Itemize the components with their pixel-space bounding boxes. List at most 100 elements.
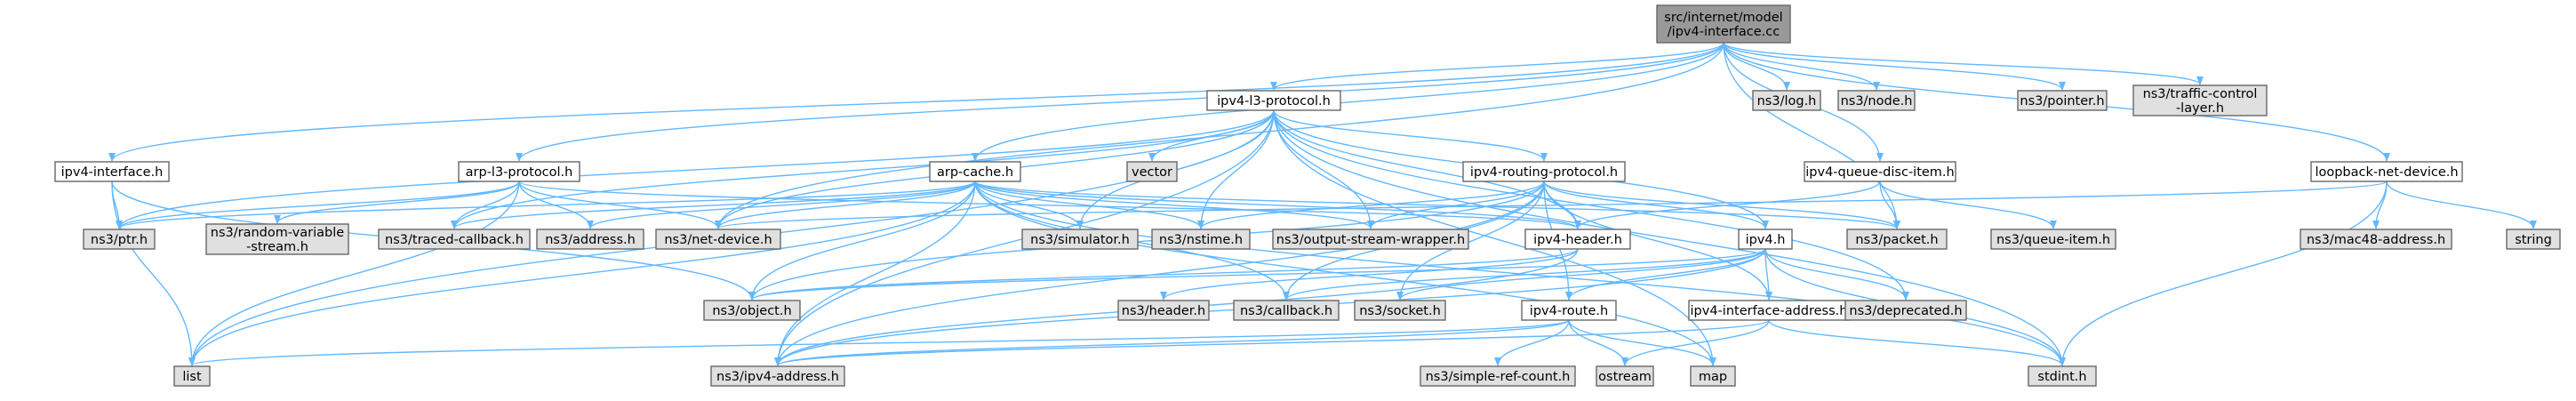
edge-root-to-node <box>1723 42 1880 91</box>
node-socket: ns3/socket.h <box>1354 300 1446 321</box>
node-arpcache[interactable]: arp-cache.h <box>929 161 1021 182</box>
node-box-socket <box>1354 300 1446 321</box>
node-box-deprecated <box>1844 300 1967 321</box>
edge-route-to-simpleref <box>1494 319 1570 366</box>
node-box-ipv4iface <box>54 161 170 182</box>
node-label-mac48: ns3/mac48-address.h <box>2307 233 2445 247</box>
edge-ipv4iface-to-list <box>111 180 196 366</box>
node-label-root: /ipv4-interface.cc <box>1668 25 1780 39</box>
edge-ipv4h-to-socket <box>1396 248 1766 301</box>
edge-routing-to-object <box>748 180 1545 301</box>
edge-ipv4h-to-ifaddr <box>1764 248 1772 301</box>
edge-root-to-log <box>1723 42 1790 91</box>
edge-arpcache-to-osw <box>974 180 1374 229</box>
node-label-arpl3: arp-l3-protocol.h <box>466 165 573 180</box>
edge-ipv4header-to-object <box>748 248 1579 301</box>
edge-route-to-list <box>188 319 1570 366</box>
edge-arpcache-to-ptr <box>116 180 976 229</box>
node-box-map <box>1690 365 1736 387</box>
node-qdisc[interactable]: ipv4-queue-disc-item.h <box>1804 161 1956 182</box>
node-label-qdisc: ipv4-queue-disc-item.h <box>1805 165 1954 180</box>
node-route[interactable]: ipv4-route.h <box>1521 300 1617 321</box>
edge-arpcache-to-ipv4header <box>974 180 1581 229</box>
node-box-packet <box>1846 229 1948 250</box>
node-string: string <box>2506 229 2561 250</box>
node-netdev: ns3/net-device.h <box>655 229 781 250</box>
edge-ipv4h-to-object <box>748 248 1766 301</box>
edge-root-to-packet <box>1723 42 1900 229</box>
node-box-mac48 <box>2300 229 2452 250</box>
node-loopback[interactable]: loopback-net-device.h <box>2310 161 2463 182</box>
node-mac48: ns3/mac48-address.h <box>2300 229 2452 250</box>
node-box-callback <box>1233 300 1340 321</box>
node-label-ipv4h: ipv4.h <box>1746 233 1786 247</box>
edge-route-to-ipv4addr <box>774 319 1570 366</box>
node-box-netdev <box>655 229 781 250</box>
node-box-arpcache <box>929 161 1021 182</box>
node-traced: ns3/traced-callback.h <box>378 229 531 250</box>
node-randvar: ns3/random-variable-stream.h <box>205 223 349 255</box>
node-ipv4iface[interactable]: ipv4-interface.h <box>54 161 170 182</box>
node-label-node: ns3/node.h <box>1841 94 1913 108</box>
node-ipv4h[interactable]: ipv4.h <box>1738 229 1793 250</box>
node-ptr: ns3/ptr.h <box>83 229 156 250</box>
node-packet: ns3/packet.h <box>1846 229 1948 250</box>
node-log: ns3/log.h <box>1752 90 1821 111</box>
node-ipv4addr: ns3/ipv4-address.h <box>710 365 845 387</box>
node-box-list <box>173 365 211 387</box>
edge-arpcache-to-object <box>748 180 976 301</box>
node-label-pointer: ns3/pointer.h <box>2020 94 2104 108</box>
node-box-tclayer <box>2132 84 2268 116</box>
edge-qdisc-to-packet <box>1879 180 1900 229</box>
node-routing[interactable]: ipv4-routing-protocol.h <box>1462 161 1626 182</box>
edge-root-to-arpcache <box>972 42 1724 162</box>
edge-root-to-tclayer <box>1723 42 2204 85</box>
node-box-randvar <box>205 223 349 255</box>
node-queueitem: ns3/queue-item.h <box>1990 229 2116 250</box>
edge-routing-to-ipv4h <box>1543 180 1769 229</box>
edge-arpcache-to-simulator <box>974 180 1084 229</box>
node-deprecated: ns3/deprecated.h <box>1844 300 1967 321</box>
edge-arpl3-to-netdev <box>518 180 722 229</box>
node-box-stdint <box>2028 365 2097 387</box>
node-box-string <box>2506 229 2561 250</box>
node-arpl3[interactable]: arp-l3-protocol.h <box>458 161 580 182</box>
edge-root-to-arpl3 <box>516 42 1724 162</box>
node-label-netdev: ns3/net-device.h <box>664 233 772 247</box>
edge-arpl3-to-randvar <box>274 180 520 224</box>
node-label-callback: ns3/callback.h <box>1240 304 1332 318</box>
node-label-tclayer: ns3/traffic-control <box>2143 87 2258 101</box>
node-box-object <box>703 300 801 321</box>
edge-root-to-pointer <box>1723 42 2066 91</box>
node-box-ipv4h <box>1738 229 1793 250</box>
edge-routing-to-ifaddr <box>1543 180 1772 301</box>
node-label-log: ns3/log.h <box>1757 94 1817 108</box>
node-label-vector: vector <box>1132 165 1172 180</box>
node-ifaddr[interactable]: ipv4-interface-address.h <box>1688 300 1850 321</box>
edge-arpcache-to-address <box>587 180 976 229</box>
node-label-simpleref: ns3/simple-ref-count.h <box>1426 370 1571 384</box>
node-box-simulator <box>1021 229 1139 250</box>
node-label-ipv4l3: ipv4-l3-protocol.h <box>1217 94 1331 108</box>
node-node: ns3/node.h <box>1837 90 1916 111</box>
node-box-queueitem <box>1990 229 2116 250</box>
node-label-osw: ns3/output-stream-wrapper.h <box>1276 233 1465 247</box>
node-label-ipv4header: ipv4-header.h <box>1533 233 1622 247</box>
node-ipv4l3[interactable]: ipv4-l3-protocol.h <box>1206 90 1341 111</box>
node-osw: ns3/output-stream-wrapper.h <box>1272 229 1469 250</box>
edge-arpl3-to-ipv4header <box>518 180 1581 229</box>
node-box-log <box>1752 90 1821 111</box>
node-label-queueitem: ns3/queue-item.h <box>1996 233 2110 247</box>
node-box-route <box>1521 300 1617 321</box>
edge-arpl3-to-list <box>188 180 520 366</box>
node-ostream: ostream <box>1596 365 1654 387</box>
edge-arpcache-to-list <box>188 180 976 366</box>
node-root: src/internet/model/ipv4-interface.cc <box>1656 4 1791 44</box>
edge-routing-to-osw <box>1367 180 1545 229</box>
node-callback: ns3/callback.h <box>1233 300 1340 321</box>
node-ipv4header[interactable]: ipv4-header.h <box>1524 229 1631 250</box>
node-box-ipv4header <box>1524 229 1631 250</box>
node-label-randvar: -stream.h <box>246 240 308 254</box>
edge-root-to-ipv4l3 <box>1270 42 1724 91</box>
